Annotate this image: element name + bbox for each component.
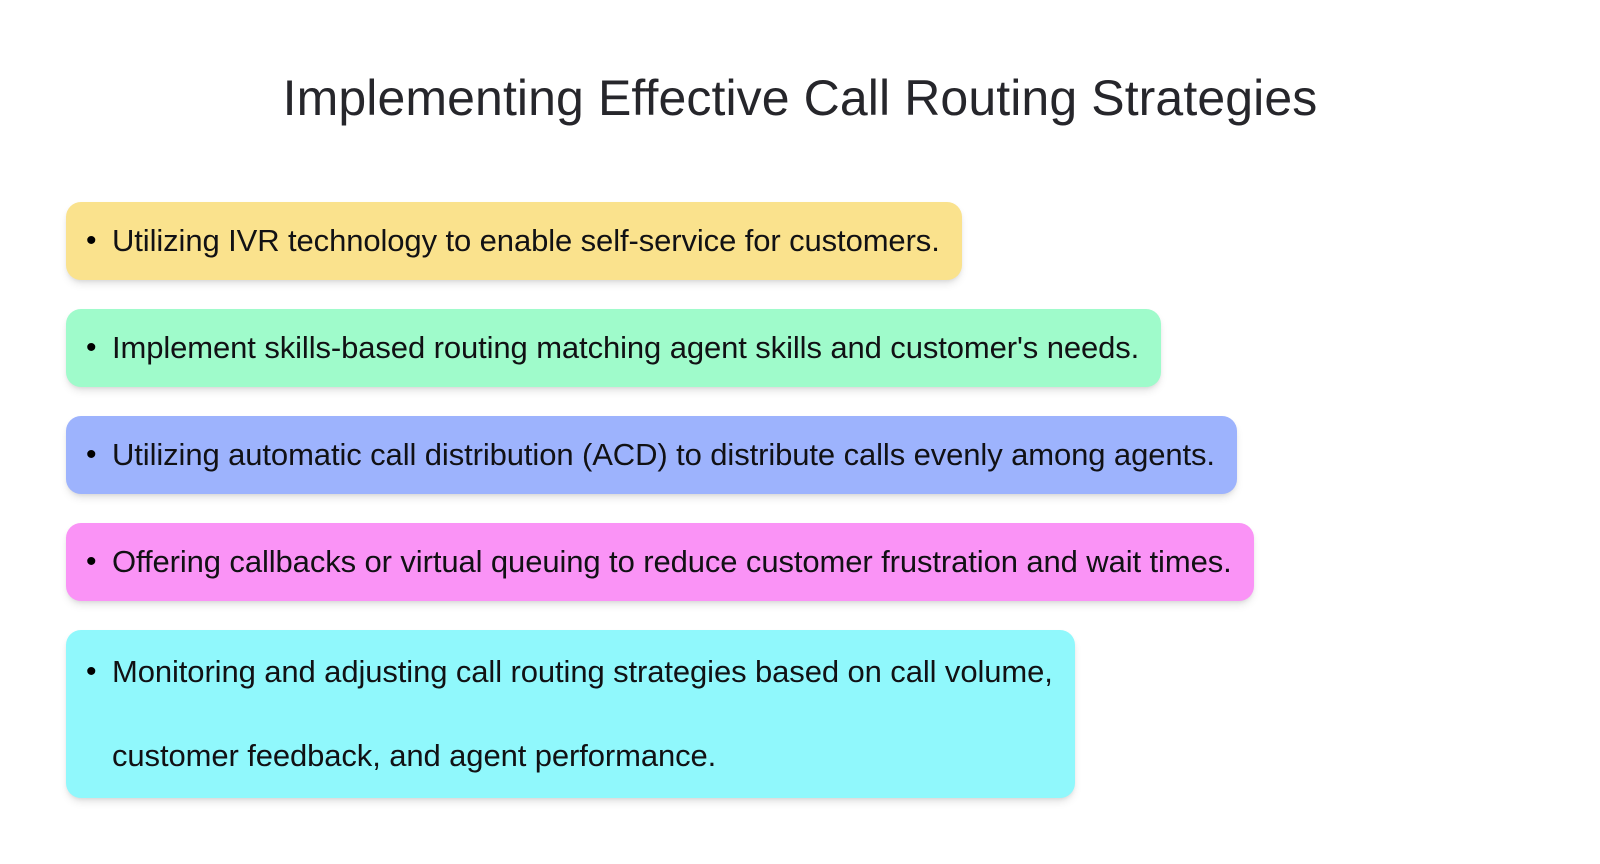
bullet-dot-icon: • (86, 655, 97, 688)
bullet-content: • Implement skills-based routing matching… (86, 309, 1139, 387)
bullet-content: • Utilizing automatic call distribution (… (86, 416, 1215, 494)
bullet-dot-icon: • (86, 545, 97, 578)
bullet-highlight-band: • Offering callbacks or virtual queuing t… (66, 523, 1254, 601)
list-item: • Utilizing automatic call distribution (… (66, 416, 1566, 494)
bullet-text: Utilizing IVR technology to enable self-… (112, 223, 940, 258)
bullet-highlight-band: • Utilizing automatic call distribution (… (66, 416, 1237, 494)
bullet-dot-icon: • (86, 331, 97, 364)
bullet-text: Implement skills-based routing matching … (112, 330, 1140, 365)
list-item: • Implement skills-based routing matching… (66, 309, 1566, 387)
bullet-dot-icon: • (86, 224, 97, 257)
list-item: • Monitoring and adjusting call routing s… (66, 630, 1566, 798)
bullet-list: • Utilizing IVR technology to enable self… (66, 202, 1566, 798)
bullet-highlight-band: • Utilizing IVR technology to enable self… (66, 202, 962, 280)
page-title: Implementing Effective Call Routing Stra… (282, 70, 1318, 126)
list-item: • Utilizing IVR technology to enable self… (66, 202, 1566, 280)
bullet-highlight-band: • Implement skills-based routing matching… (66, 309, 1162, 387)
bullet-content: • Utilizing IVR technology to enable self… (86, 202, 940, 280)
list-item: • Offering callbacks or virtual queuing t… (66, 523, 1566, 601)
bullet-highlight-band: • Monitoring and adjusting call routing s… (66, 630, 1075, 798)
bullet-text: Monitoring and adjusting call routing st… (112, 654, 1053, 773)
bullet-text: Offering callbacks or virtual queuing to… (112, 544, 1232, 579)
bullet-content: • Offering callbacks or virtual queuing t… (86, 523, 1232, 601)
bullet-dot-icon: • (86, 438, 97, 471)
bullet-content: • Monitoring and adjusting call routing s… (86, 630, 1053, 798)
bullet-text: Utilizing automatic call distribution (A… (112, 437, 1215, 472)
